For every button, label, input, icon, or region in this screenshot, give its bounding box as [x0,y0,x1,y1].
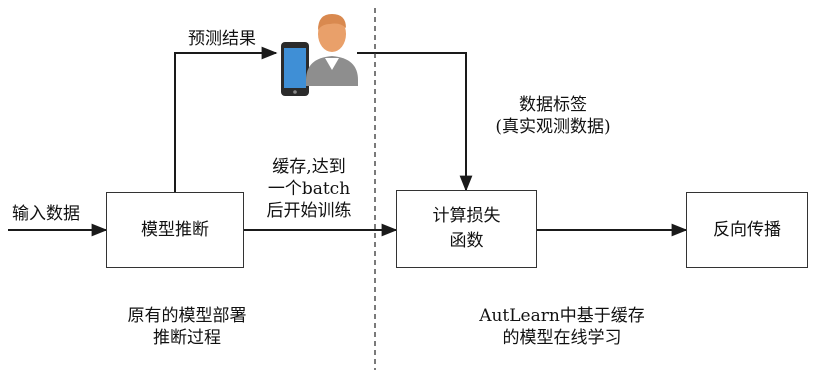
loss-label-line1: 计算损失 [432,206,501,227]
label-feedback-arrow [357,52,473,192]
data-labels-line2: (真实观测数据) [495,117,611,138]
right-caption-line1: AutLearn中基于缓存 [479,306,645,326]
data-labels-text: 数据标签 (真实观测数据) [478,94,628,138]
model-inference-label: 模型推断 [141,219,209,240]
input-data-label: 输入数据 [12,204,80,224]
loss-label-line2: 函数 [449,231,484,251]
cache-line3: 后开始训练 [266,201,352,222]
data-labels-line1: 数据标签 [519,95,587,115]
cache-line1: 缓存,达到 [272,157,346,177]
cache-batch-text: 缓存,达到 一个batch 后开始训练 [250,156,368,222]
model-inference-box: 模型推断 [106,192,244,268]
prediction-arrow [174,46,278,192]
prediction-result-label: 预测结果 [188,29,256,49]
right-caption-line2: 的模型在线学习 [502,328,622,349]
cache-line2: 一个batch [267,179,351,200]
left-caption-line1: 原有的模型部署 [127,306,247,326]
loss-function-box: 计算损失 函数 [396,190,537,268]
left-caption-line2: 推断过程 [153,328,221,349]
backprop-label: 反向传播 [713,219,781,240]
user-icon [306,14,358,86]
smartphone-icon [281,42,309,96]
right-caption: AutLearn中基于缓存 的模型在线学习 [452,305,672,349]
backprop-box: 反向传播 [686,192,808,268]
left-caption: 原有的模型部署 推断过程 [112,305,262,349]
